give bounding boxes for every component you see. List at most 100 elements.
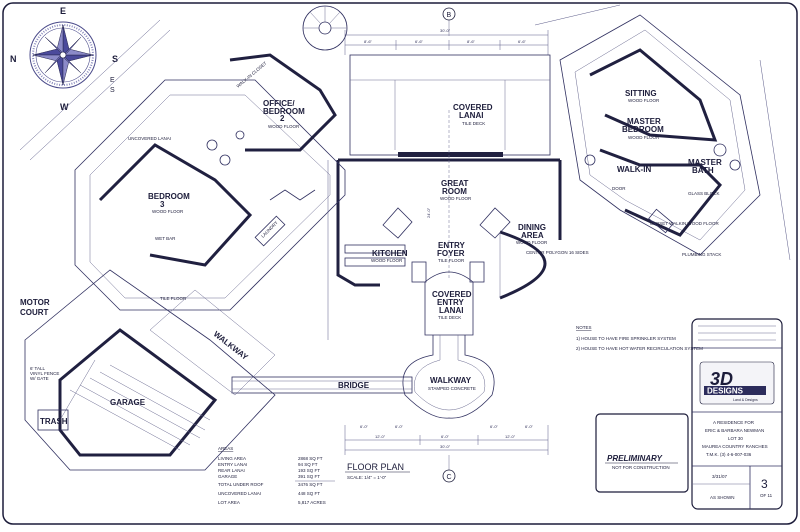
title-date: 3/31/07 xyxy=(712,474,728,479)
svg-text:94 SQ FT: 94 SQ FT xyxy=(298,462,318,467)
svg-text:WALKWAY: WALKWAY xyxy=(430,376,472,385)
svg-text:BEDROOM: BEDROOM xyxy=(148,192,190,201)
room-label-bedroom-3: BEDROOM 3 WOOD FLOOR xyxy=(148,192,190,214)
svg-text:5,817 ACRES: 5,817 ACRES xyxy=(298,500,326,505)
svg-text:DINING: DINING xyxy=(518,223,546,232)
svg-text:COVERED: COVERED xyxy=(453,103,493,112)
floor-plan-title: FLOOR PLAN SCALE: 1/4" = 1'-0" xyxy=(345,462,410,480)
svg-text:BEDROOM: BEDROOM xyxy=(263,107,305,116)
top-dimension-string: 30'-0" 8'-6" 6'-6" 8'-6" 6'-6" xyxy=(344,28,549,55)
svg-text:Land & Designs: Land & Designs xyxy=(733,398,758,402)
svg-text:COURT: COURT xyxy=(20,308,49,317)
svg-text:WOOD FLOOR: WOOD FLOOR xyxy=(152,209,184,214)
svg-text:A RESIDENCE FOR: A RESIDENCE FOR xyxy=(713,420,755,425)
svg-text:ROOM: ROOM xyxy=(442,187,467,196)
room-label-master-bath: MASTER BATH xyxy=(688,158,722,175)
svg-text:NOT FOR CONSTRUCTION: NOT FOR CONSTRUCTION xyxy=(612,465,670,470)
svg-text:CENTER POLYGON 16 SIDES: CENTER POLYGON 16 SIDES xyxy=(526,250,589,255)
svg-text:C: C xyxy=(447,474,452,481)
svg-text:BEDROOM: BEDROOM xyxy=(622,125,664,134)
svg-text:AREAS: AREAS xyxy=(218,446,233,451)
areas-table: AREAS LIVING AREA 2868 SQ FT ENTRY LANAI… xyxy=(218,446,335,505)
room-label-dining-area: DINING AREA WOOD FLOOR CENTER POLYGON 16… xyxy=(516,223,589,255)
label-closet: CLOSET WALKIN WOOD FLOOR xyxy=(650,221,720,226)
svg-text:TILE DECK: TILE DECK xyxy=(462,121,485,126)
svg-text:3: 3 xyxy=(160,200,165,209)
right-wing-walls xyxy=(534,4,791,261)
svg-text:2) HOUSE TO HAVE HOT WATER REC: 2) HOUSE TO HAVE HOT WATER RECIRCULATION… xyxy=(576,346,703,351)
svg-text:FOYER: FOYER xyxy=(437,249,465,258)
svg-text:LANAI: LANAI xyxy=(439,306,463,315)
svg-text:LOT AREA: LOT AREA xyxy=(218,500,240,505)
title-scale: AS SHOWN xyxy=(710,495,735,500)
spiral-stair-icon xyxy=(302,5,348,51)
svg-text:TILE DECK: TILE DECK xyxy=(438,315,461,320)
svg-text:GARAGE: GARAGE xyxy=(218,474,237,479)
svg-text:ENTRY LANAI: ENTRY LANAI xyxy=(218,462,247,467)
svg-text:VINYL FENCE: VINYL FENCE xyxy=(30,371,59,376)
room-label-covered-lanai: COVERED LANAI TILE DECK xyxy=(453,103,493,126)
preliminary-stamp: PRELIMINARY xyxy=(607,454,663,463)
room-label-walkway: WALKWAY STAMPED CONCRETE xyxy=(428,376,476,391)
label-door: DOOR xyxy=(612,186,626,191)
compass-letter-s: S xyxy=(112,54,118,64)
svg-text:1) HOUSE TO HAVE FIRE SPRINKLE: 1) HOUSE TO HAVE FIRE SPRINKLER SYSTEM xyxy=(576,336,676,341)
svg-text:WOOD FLOOR: WOOD FLOOR xyxy=(440,196,472,201)
svg-text:WOOD FLOOR: WOOD FLOOR xyxy=(516,240,548,245)
svg-text:2868 SQ FT: 2868 SQ FT xyxy=(298,456,323,461)
compass-rose-icon xyxy=(29,21,97,89)
sheet-number: 3 xyxy=(761,477,768,491)
svg-text:REAR LANAI: REAR LANAI xyxy=(218,468,245,473)
room-label-bridge: BRIDGE xyxy=(338,381,370,390)
svg-text:ENTRY: ENTRY xyxy=(438,241,465,250)
svg-text:T.M.K. (3) 4-6-007-036: T.M.K. (3) 4-6-007-036 xyxy=(706,452,752,457)
svg-text:MOTOR: MOTOR xyxy=(20,298,50,307)
bottom-dimension-string: 12'-0" 6'-0" 12'-0" 30'-0" 6'-0" 6'-0" 6… xyxy=(344,424,549,455)
grid-bubble-top: B xyxy=(442,7,456,36)
svg-text:448 SQ FT: 448 SQ FT xyxy=(298,491,320,496)
label-wet-bar: WET BAR xyxy=(155,236,176,241)
svg-text:GREAT: GREAT xyxy=(441,179,469,188)
compass-letter-e: E xyxy=(60,6,66,16)
fence-note: 6' TALL VINYL FENCE W/ GATE xyxy=(30,366,59,381)
room-label-trash: TRASH xyxy=(40,417,68,426)
svg-text:6'-0": 6'-0" xyxy=(490,424,499,429)
svg-text:DESIGNS: DESIGNS xyxy=(707,387,744,396)
room-label-walk-in: WALK-IN xyxy=(617,165,651,174)
svg-text:WOOD FLOOR: WOOD FLOOR xyxy=(371,258,403,263)
svg-text:MAUREA COUNTRY RANCHES: MAUREA COUNTRY RANCHES xyxy=(702,444,768,449)
title-block: PRELIMINARY NOT FOR CONSTRUCTION 3D DESI… xyxy=(595,318,783,510)
svg-text:SCALE: 1/4" = 1'-0": SCALE: 1/4" = 1'-0" xyxy=(347,475,387,480)
svg-text:6'-0": 6'-0" xyxy=(525,424,534,429)
room-label-master-bedroom: MASTER BEDROOM WOOD FLOOR xyxy=(622,117,664,140)
svg-text:ERIC & BARBARA NEWMAN: ERIC & BARBARA NEWMAN xyxy=(705,428,764,433)
svg-text:FLOOR PLAN: FLOOR PLAN xyxy=(347,462,404,472)
svg-text:WOOD FLOOR: WOOD FLOOR xyxy=(628,135,660,140)
sheet-border xyxy=(2,2,798,525)
compass-letter-w: W xyxy=(60,102,69,112)
svg-text:UNCOVERED LANAI: UNCOVERED LANAI xyxy=(218,491,261,496)
svg-text:AREA: AREA xyxy=(521,231,544,240)
svg-text:WOOD FLOOR: WOOD FLOOR xyxy=(268,124,300,129)
room-label-kitchen: KITCHEN WOOD FLOOR xyxy=(371,249,408,263)
svg-text:WOOD FLOOR: WOOD FLOOR xyxy=(628,98,660,103)
svg-text:W/ GATE: W/ GATE xyxy=(30,376,49,381)
svg-text:6'-6": 6'-6" xyxy=(415,39,424,44)
compass-side-e: E xyxy=(110,77,115,84)
svg-text:MASTER: MASTER xyxy=(688,158,722,167)
svg-text:30'-0": 30'-0" xyxy=(440,444,451,449)
compass-side-s: S xyxy=(110,87,115,94)
svg-text:2: 2 xyxy=(280,114,285,123)
svg-text:ENTRY: ENTRY xyxy=(437,298,464,307)
svg-text:KITCHEN: KITCHEN xyxy=(372,249,408,258)
room-label-garage: GARAGE xyxy=(110,398,146,407)
bridge-outline xyxy=(231,376,413,394)
svg-text:COVERED: COVERED xyxy=(432,290,472,299)
svg-text:LANAI: LANAI xyxy=(459,111,483,120)
compass-letter-n: N xyxy=(10,54,17,64)
svg-text:8'-6": 8'-6" xyxy=(364,39,373,44)
label-uncovered-lanai: UNCOVERED LANAI xyxy=(128,136,171,141)
svg-text:BATH: BATH xyxy=(692,166,714,175)
room-label-entry-foyer: ENTRY FOYER TILE FLOOR xyxy=(437,241,465,263)
